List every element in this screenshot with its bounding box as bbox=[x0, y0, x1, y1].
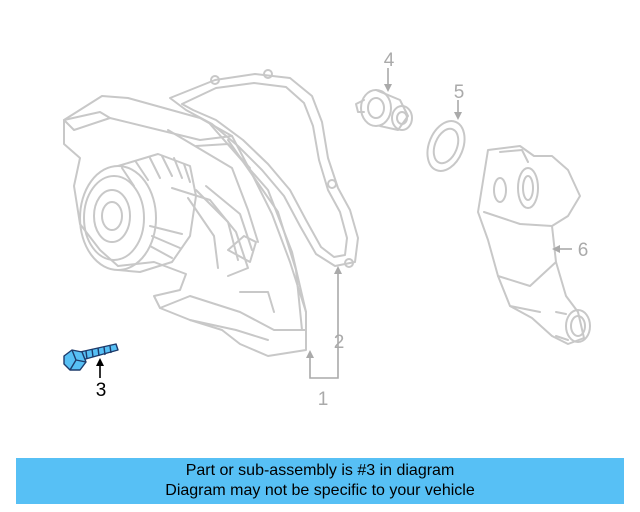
callout-6[interactable]: 6 bbox=[578, 240, 589, 261]
bracket-part-6[interactable] bbox=[477, 145, 591, 345]
callout-2[interactable]: 2 bbox=[334, 332, 345, 353]
arrow-head-4 bbox=[384, 84, 392, 92]
sensor-part-4[interactable] bbox=[355, 89, 413, 131]
arrow-head-6 bbox=[552, 245, 560, 253]
water-pump-housing[interactable] bbox=[63, 95, 307, 357]
pulley[interactable] bbox=[79, 153, 197, 273]
seal-part-5[interactable] bbox=[420, 116, 471, 177]
arrow-head-5 bbox=[454, 112, 462, 120]
callout-5[interactable]: 5 bbox=[454, 82, 465, 103]
gasket-part-2[interactable] bbox=[169, 69, 359, 268]
parts-diagram: 1 2 3 4 5 6 bbox=[63, 50, 591, 410]
banner-line-disclaimer: Diagram may not be specific to your vehi… bbox=[165, 482, 475, 499]
info-banner: Part or sub-assembly is #3 in diagram Di… bbox=[16, 458, 624, 504]
arrow-head-3 bbox=[96, 358, 104, 366]
leader-line-1 bbox=[309, 352, 339, 379]
callout-3[interactable]: 3 bbox=[96, 380, 107, 401]
callout-1[interactable]: 1 bbox=[318, 389, 329, 410]
callout-4[interactable]: 4 bbox=[384, 50, 395, 71]
bolt-part-3-highlighted[interactable] bbox=[63, 343, 119, 371]
arrow-head-1 bbox=[306, 350, 314, 358]
arrow-head-2 bbox=[334, 266, 342, 274]
banner-line-part: Part or sub-assembly is #3 in diagram bbox=[185, 462, 455, 479]
